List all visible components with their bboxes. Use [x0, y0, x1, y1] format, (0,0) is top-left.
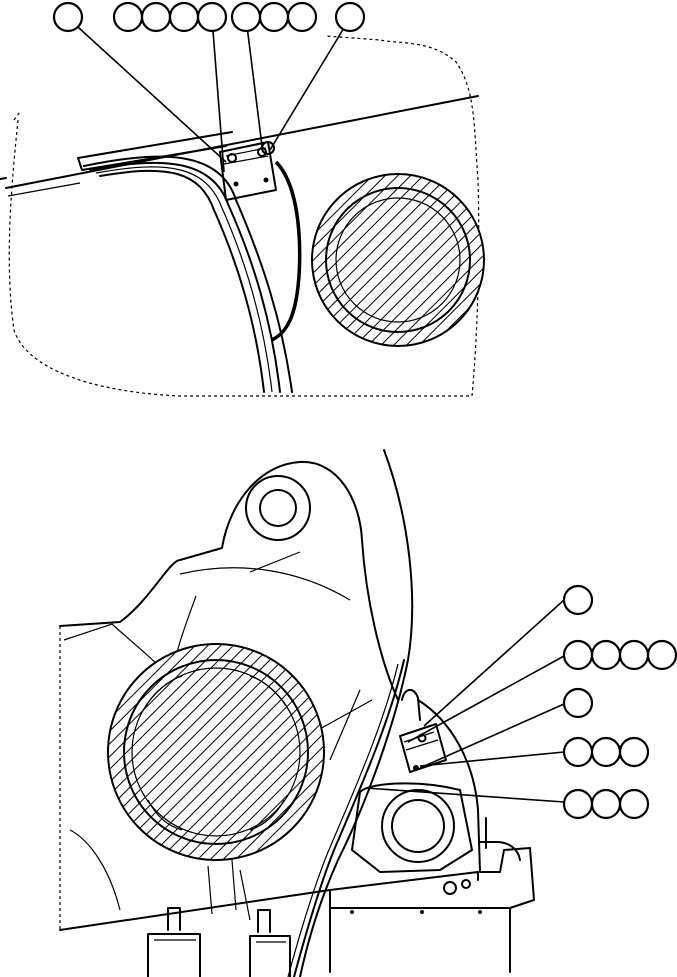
fitting — [461, 879, 471, 889]
callout-leader — [211, 17, 225, 173]
long-cable-2 — [293, 659, 405, 977]
main-pin-ring — [107, 643, 325, 861]
harness-loop — [401, 689, 421, 721]
bolt — [233, 181, 239, 187]
cable-rail — [77, 131, 233, 171]
clamp-bracket — [219, 141, 277, 201]
callout-l8 — [590, 736, 622, 768]
callout-l11 — [590, 788, 622, 820]
fitting — [443, 881, 457, 895]
callout-u6 — [230, 1, 262, 33]
cylinder-right — [249, 909, 291, 977]
callout-l1 — [562, 584, 594, 616]
callout-l3 — [590, 639, 622, 671]
boom-outline — [59, 460, 399, 701]
callout-leader — [419, 703, 565, 769]
frame-plate-lower-edge — [7, 182, 81, 197]
callout-l7 — [562, 736, 594, 768]
callout-l9 — [618, 736, 650, 768]
cable-bundle-2 — [89, 161, 281, 393]
lower-pin-boss — [351, 782, 473, 873]
sector-plate — [417, 699, 535, 909]
cable-bundle-4 — [99, 169, 265, 393]
callout-u8 — [286, 1, 318, 33]
bolt — [227, 153, 237, 163]
cable-bundle-3 — [95, 166, 273, 393]
cable-bundle — [83, 155, 293, 393]
callout-l4 — [618, 639, 650, 671]
callout-u9 — [334, 1, 366, 33]
lower-frame — [59, 871, 511, 973]
callout-l2 — [562, 639, 594, 671]
callout-u1 — [52, 1, 84, 33]
callout-leader — [67, 17, 227, 163]
callout-leader — [245, 17, 263, 147]
callout-u4 — [168, 1, 200, 33]
hose-connector — [479, 817, 521, 861]
clamp-bracket-lower — [399, 723, 447, 773]
long-cable — [299, 449, 414, 977]
fitting — [350, 910, 354, 914]
boom-web — [63, 623, 373, 921]
bolt — [263, 177, 269, 183]
fitting — [478, 910, 482, 914]
bolt — [413, 765, 419, 771]
upper-detail-boundary — [8, 35, 480, 397]
lower-frame-detail — [207, 859, 237, 915]
long-cable-3 — [287, 663, 399, 977]
callout-leader — [365, 787, 565, 803]
callout-u7 — [258, 1, 290, 33]
callout-leader — [423, 599, 565, 727]
callout-leader — [407, 655, 565, 743]
pipe-ring — [311, 173, 485, 347]
washer — [261, 141, 275, 155]
callout-l12 — [618, 788, 650, 820]
callout-l5 — [646, 639, 677, 671]
frame-plate — [0, 95, 479, 189]
upper-pin-boss — [245, 475, 311, 541]
callout-l10 — [562, 788, 594, 820]
callout-u5 — [196, 1, 228, 33]
callout-u2 — [112, 1, 144, 33]
upper-detail-view — [0, 1, 485, 397]
callout-leader — [419, 751, 565, 767]
loop-wire — [271, 160, 302, 342]
cylinder-left — [147, 907, 201, 977]
callout-l6 — [562, 687, 594, 719]
lower-assembly-view — [59, 449, 677, 977]
fitting — [420, 910, 424, 914]
callout-u3 — [140, 1, 172, 33]
callout-leader — [269, 17, 351, 151]
